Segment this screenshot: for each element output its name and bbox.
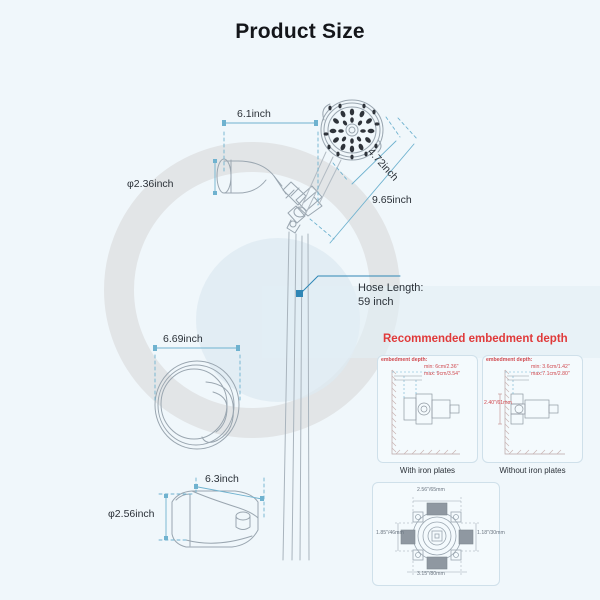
dim-flange-diameter: φ2.36inch: [127, 178, 174, 190]
valve-dim-right: 1.18"/30mm: [477, 530, 505, 536]
embedment-diagram-with-plates: [391, 369, 460, 455]
dim-head-to-bracket: 9.65inch: [372, 194, 412, 206]
embedment-min-right: min: 3.6cm/1.42": [531, 364, 570, 370]
dim-spout-height: φ2.56inch: [108, 508, 155, 520]
valve-dimension-panel: 2.56"/65mm 3.15"/80mm 1.85"/46mm 1.18"/3…: [372, 482, 505, 586]
shower-arm-icon: [216, 158, 287, 195]
tub-spout-icon: [171, 490, 259, 548]
dimension-lines: [154, 116, 419, 541]
hose-length-value: 59 inch: [358, 296, 394, 308]
embedment-max-right: max:7.1cm/2.80": [531, 371, 570, 377]
hose-callout-leader: [299, 275, 401, 295]
dim-spout-length: 6.3inch: [205, 473, 239, 485]
embedment-caption-without-plates: Without iron plates: [499, 466, 566, 475]
valve-cross-icon: [395, 497, 479, 575]
embedment-side-dim-right: 2.40"/61mm: [484, 400, 512, 406]
hose-length-label: Hose Length:: [358, 282, 424, 294]
dimension-arrow-caps: [153, 120, 318, 540]
dim-arm-length: 6.1inch: [237, 108, 271, 120]
page-title: Product Size: [235, 20, 365, 43]
valve-dim-bottom: 3.15"/80mm: [417, 571, 445, 577]
valve-trim-icon: [154, 360, 240, 450]
embedment-min-left: min: 6cm/2.36": [424, 364, 459, 370]
embedment-panel-with-plates: embedment depth: min: 6cm/2.36" max: 9cm…: [377, 355, 478, 463]
embedment-header-left: embedment depth:: [381, 357, 428, 363]
embedment-max-left: max: 9cm/3.54": [424, 371, 460, 377]
embedment-diagram-without-plates: [498, 369, 565, 455]
embedment-section-title: Recommended embedment depth: [383, 333, 568, 345]
dim-trim-plate-width: 6.69inch: [163, 333, 203, 345]
embedment-caption-with-plates: With iron plates: [399, 466, 456, 475]
valve-dim-top: 2.56"/65mm: [417, 487, 445, 493]
valve-dim-left: 1.85"/46mm: [376, 530, 404, 536]
hose-callout-anchor: [296, 290, 303, 297]
shower-hose-icon: [282, 231, 310, 561]
hose-length-callout: Hose Length: 59 inch: [358, 281, 423, 309]
embedment-header-right: embedment depth:: [486, 357, 533, 363]
bracket-assembly-icon: [282, 181, 323, 234]
embedment-panel-without-plates: embedment depth: min: 3.6cm/1.42" max:7.…: [482, 355, 583, 463]
shower-head-nozzles: [323, 103, 380, 160]
